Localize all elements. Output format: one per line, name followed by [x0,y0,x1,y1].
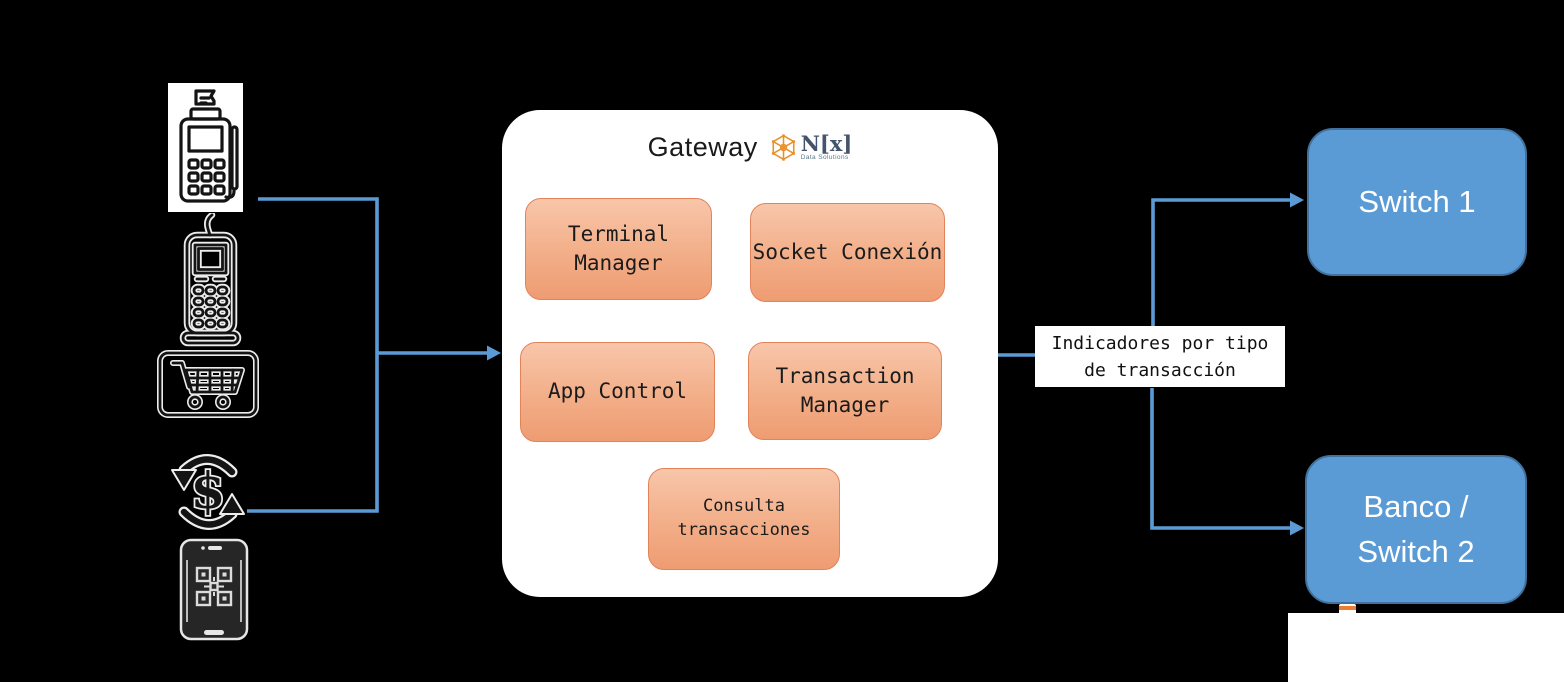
module-socket-conexion: Socket Conexión [750,203,945,302]
gateway-input-arrowhead [487,345,501,361]
target-switch-1: Switch 1 [1307,128,1527,276]
flow-type-label: Indicadores por tipo de transacción [1035,326,1285,387]
module-label: Consulta transacciones [677,496,811,540]
switch2-arrowhead [1290,520,1304,536]
flow-type-label-text: Indicadores por tipo de transacción [1051,332,1269,381]
cropped-logo-fragment [1339,604,1356,615]
nx-logo-icon [771,133,795,161]
nx-logo-name: N[x] [800,130,853,156]
module-label: Socket Conexión [752,239,943,264]
switch1-connector [1151,198,1291,326]
gateway-panel: Gateway N[x] Data Soluti [502,110,998,597]
module-app-control: App Control [520,342,715,442]
module-label: Transaction Manager [775,363,915,417]
bottom-right-white-patch [1288,613,1564,682]
module-label: App Control [547,379,688,404]
module-transaction-manager: Transaction Manager [748,342,942,440]
nx-logo-tagline: Data Solutions [800,153,849,161]
target-label: Switch 1 [1358,183,1476,219]
module-terminal-manager: Terminal Manager [525,198,712,300]
target-label: Banco / Switch 2 [1357,488,1475,569]
feature-phone-icon [170,213,250,355]
pos-terminal-icon [168,83,243,212]
target-banco-switch-2: Banco / Switch 2 [1305,455,1527,604]
gateway-header: Gateway N[x] Data Soluti [502,124,998,170]
gateway-title: Gateway [647,131,758,162]
svg-text:$: $ [191,461,226,520]
money-exchange-icon: $ [160,444,256,540]
nx-logo: N[x] Data Solutions [770,130,853,162]
qr-smartphone-icon [177,536,251,643]
source-merge-connector [247,197,379,513]
module-consulta-transacciones: Consulta transacciones [648,468,840,570]
switch1-arrowhead [1290,192,1304,208]
switch2-connector [1150,388,1291,530]
module-label: Terminal Manager [567,221,670,275]
ecommerce-cart-icon [157,350,259,419]
